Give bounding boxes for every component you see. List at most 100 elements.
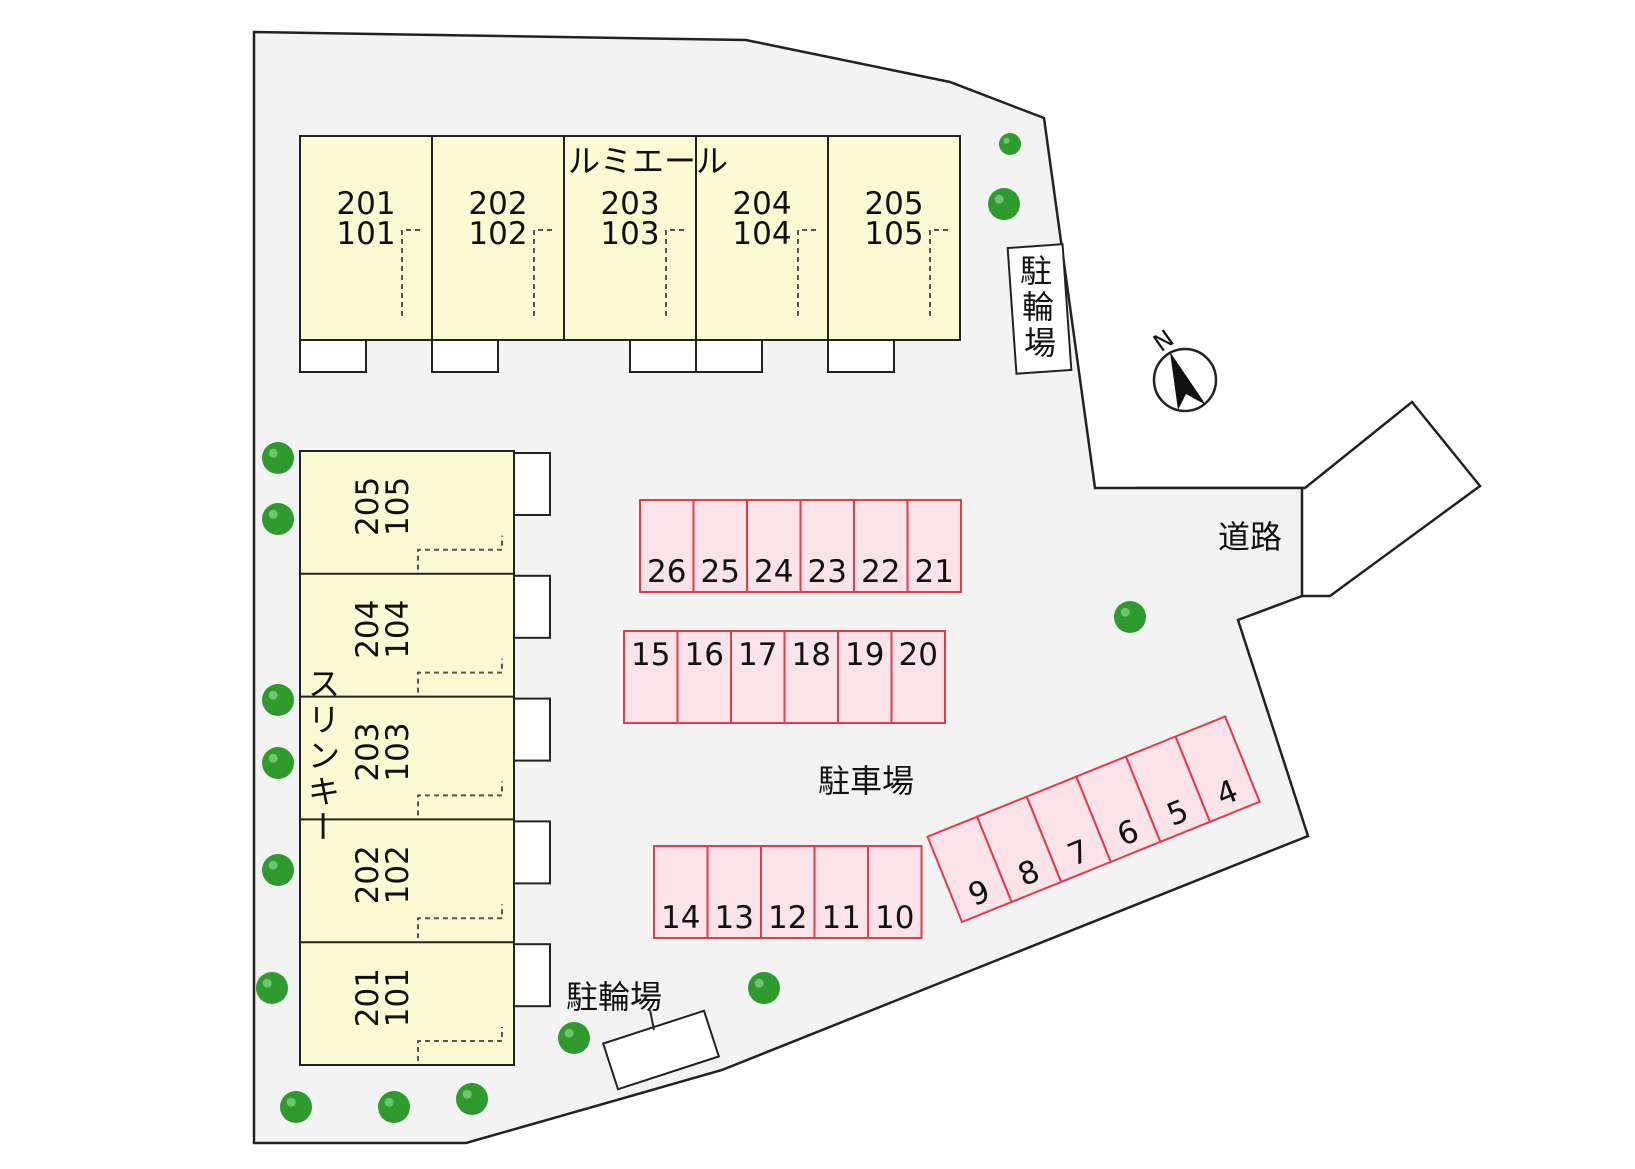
tree-highlight [286, 1097, 296, 1107]
stair-line [533, 229, 556, 316]
unit-number-upper: 203 [600, 186, 659, 222]
balcony [827, 339, 895, 373]
parking-stall [867, 845, 923, 939]
parking-stall-number: 14 [661, 900, 700, 936]
tree-highlight [268, 753, 278, 763]
tree-highlight [262, 978, 272, 988]
parking-stall-number: 11 [822, 900, 861, 936]
tree-icon [378, 1091, 410, 1123]
parking-stall-number: 10 [875, 900, 914, 936]
stair-line [417, 658, 503, 693]
parking-stall [906, 499, 962, 593]
parking-stall [760, 845, 816, 939]
parking-stall-number: 15 [631, 637, 670, 673]
unit-number-upper: 204 [732, 186, 791, 222]
tree-canopy [1114, 601, 1146, 633]
unit-number-upper: 205 [350, 477, 386, 536]
unit-number-upper: 201 [336, 186, 395, 222]
unit-number-lower: 101 [336, 216, 395, 252]
trees [256, 133, 1146, 1123]
parking-stall [639, 499, 695, 593]
bike-parking-east-char: 場 [1024, 324, 1056, 362]
stair-line [665, 229, 688, 316]
bike-parking-east: 駐 輪 場 [1006, 243, 1073, 375]
parking-stall-number: 20 [899, 637, 938, 673]
balcony [513, 452, 551, 516]
tree-canopy [262, 503, 294, 535]
tree-icon [988, 188, 1020, 220]
tree-icon [558, 1022, 590, 1054]
unit-number-lower: 103 [600, 216, 659, 252]
tree-icon [262, 503, 294, 535]
west-building-body [299, 450, 515, 1066]
balcony [513, 820, 551, 885]
tree-icon [280, 1091, 312, 1123]
tree-icon [262, 684, 294, 716]
west-building-name-char: ス [308, 665, 340, 703]
tree-icon [748, 972, 780, 1004]
tree-icon [456, 1083, 488, 1115]
parking-stall [692, 499, 748, 593]
tree-icon [262, 442, 294, 474]
unit-number-lower: 101 [380, 968, 416, 1027]
tree-icon [1114, 601, 1146, 633]
unit-number-upper: 202 [350, 845, 386, 904]
parking-stall-number: 21 [915, 554, 954, 590]
parking-stall [837, 630, 893, 724]
tree-canopy [262, 442, 294, 474]
bike-parking-east-char: 輪 [1022, 288, 1054, 326]
tree-icon [256, 972, 288, 1004]
parking-stall-number: 19 [845, 637, 884, 673]
stair-line [797, 229, 820, 316]
stair-line [401, 229, 424, 316]
road-label: 道路 [1218, 518, 1282, 556]
balcony [695, 339, 763, 373]
tree-highlight [1120, 607, 1130, 617]
tree-icon [262, 747, 294, 779]
compass-needle [1170, 352, 1206, 410]
west-building-name-char: キ [308, 773, 340, 811]
tree-canopy [558, 1022, 590, 1054]
parking-stall-number: 26 [647, 554, 686, 590]
bike-parking-south-leader [649, 1009, 655, 1031]
parking-stall-number: 24 [754, 554, 793, 590]
tree-highlight [268, 509, 278, 519]
parking-stall [799, 499, 855, 593]
tree-canopy [456, 1083, 488, 1115]
balcony [431, 339, 499, 373]
stair-line [417, 535, 503, 570]
north-arrow-icon: N [1148, 324, 1218, 413]
balcony [629, 339, 697, 373]
tree-canopy [262, 854, 294, 886]
parking-stall-number: 23 [808, 554, 847, 590]
north-building-name: ルミエール [568, 142, 728, 180]
tree-highlight [384, 1097, 394, 1107]
tree-highlight [462, 1089, 472, 1099]
unit-number-lower: 102 [468, 216, 527, 252]
unit-number-lower: 104 [732, 216, 791, 252]
tree-canopy [280, 1091, 312, 1123]
parking-stall [783, 630, 839, 724]
stair-line [417, 1027, 503, 1061]
tree-highlight [268, 690, 278, 700]
parking-stall [623, 630, 679, 724]
stair-line [417, 781, 503, 816]
parking-stall-number: 16 [685, 637, 724, 673]
tree-highlight [268, 448, 278, 458]
unit-number-upper: 205 [864, 186, 923, 222]
parking-stall [890, 630, 946, 724]
parking-stall-number: 18 [792, 637, 831, 673]
